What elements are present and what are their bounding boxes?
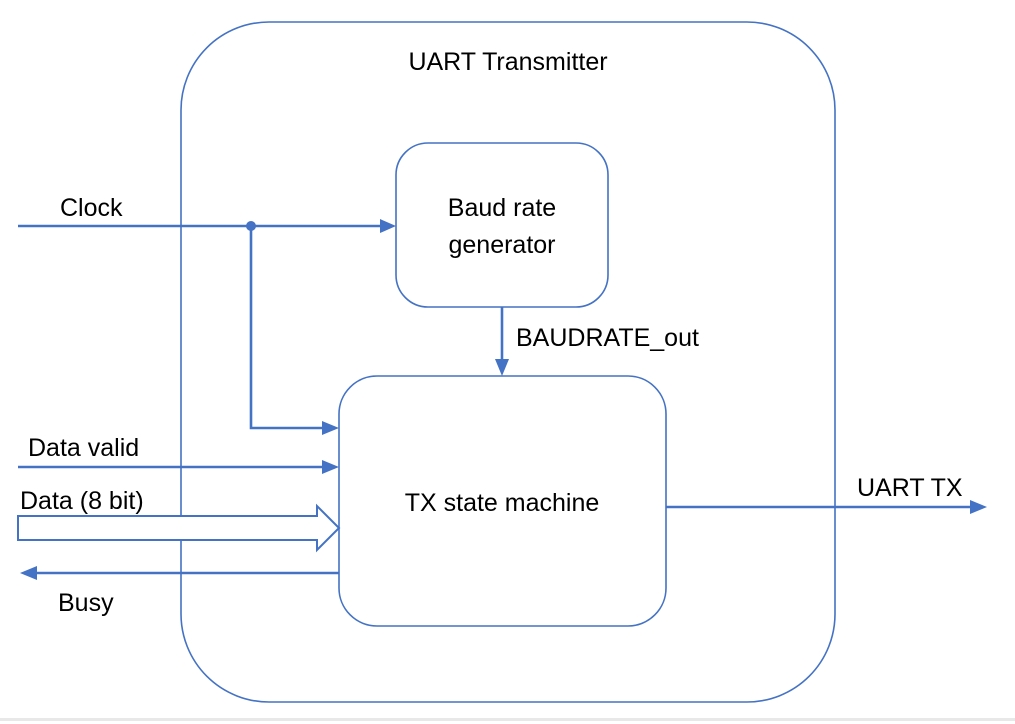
busy-label: Busy: [58, 589, 114, 617]
uart-transmitter-title: UART Transmitter: [408, 48, 607, 76]
baudrate-out-label: BAUDRATE_out: [516, 324, 699, 352]
uart-transmitter-box: [180, 21, 836, 703]
clock-label: Clock: [60, 194, 123, 222]
tx-state-machine-label: TX state machine: [405, 489, 600, 517]
bottom-divider: [0, 718, 1015, 721]
uart-tx-signal: [666, 500, 987, 514]
baud-rate-generator-label-line1: Baud rate: [448, 194, 556, 222]
data-valid-signal: [18, 460, 339, 474]
data-bus-label: Data (8 bit): [20, 487, 144, 515]
baud-rate-generator-block: [395, 142, 609, 308]
uart-tx-label: UART TX: [857, 474, 963, 502]
busy-signal: [20, 566, 339, 580]
data-bus-arrow: [17, 503, 341, 553]
clock-signal: [18, 219, 396, 435]
baudrate-out-signal: [495, 307, 509, 376]
baud-rate-generator-label-line2: generator: [448, 231, 555, 259]
data-valid-label: Data valid: [28, 434, 139, 462]
tx-state-machine-block: [338, 375, 667, 627]
